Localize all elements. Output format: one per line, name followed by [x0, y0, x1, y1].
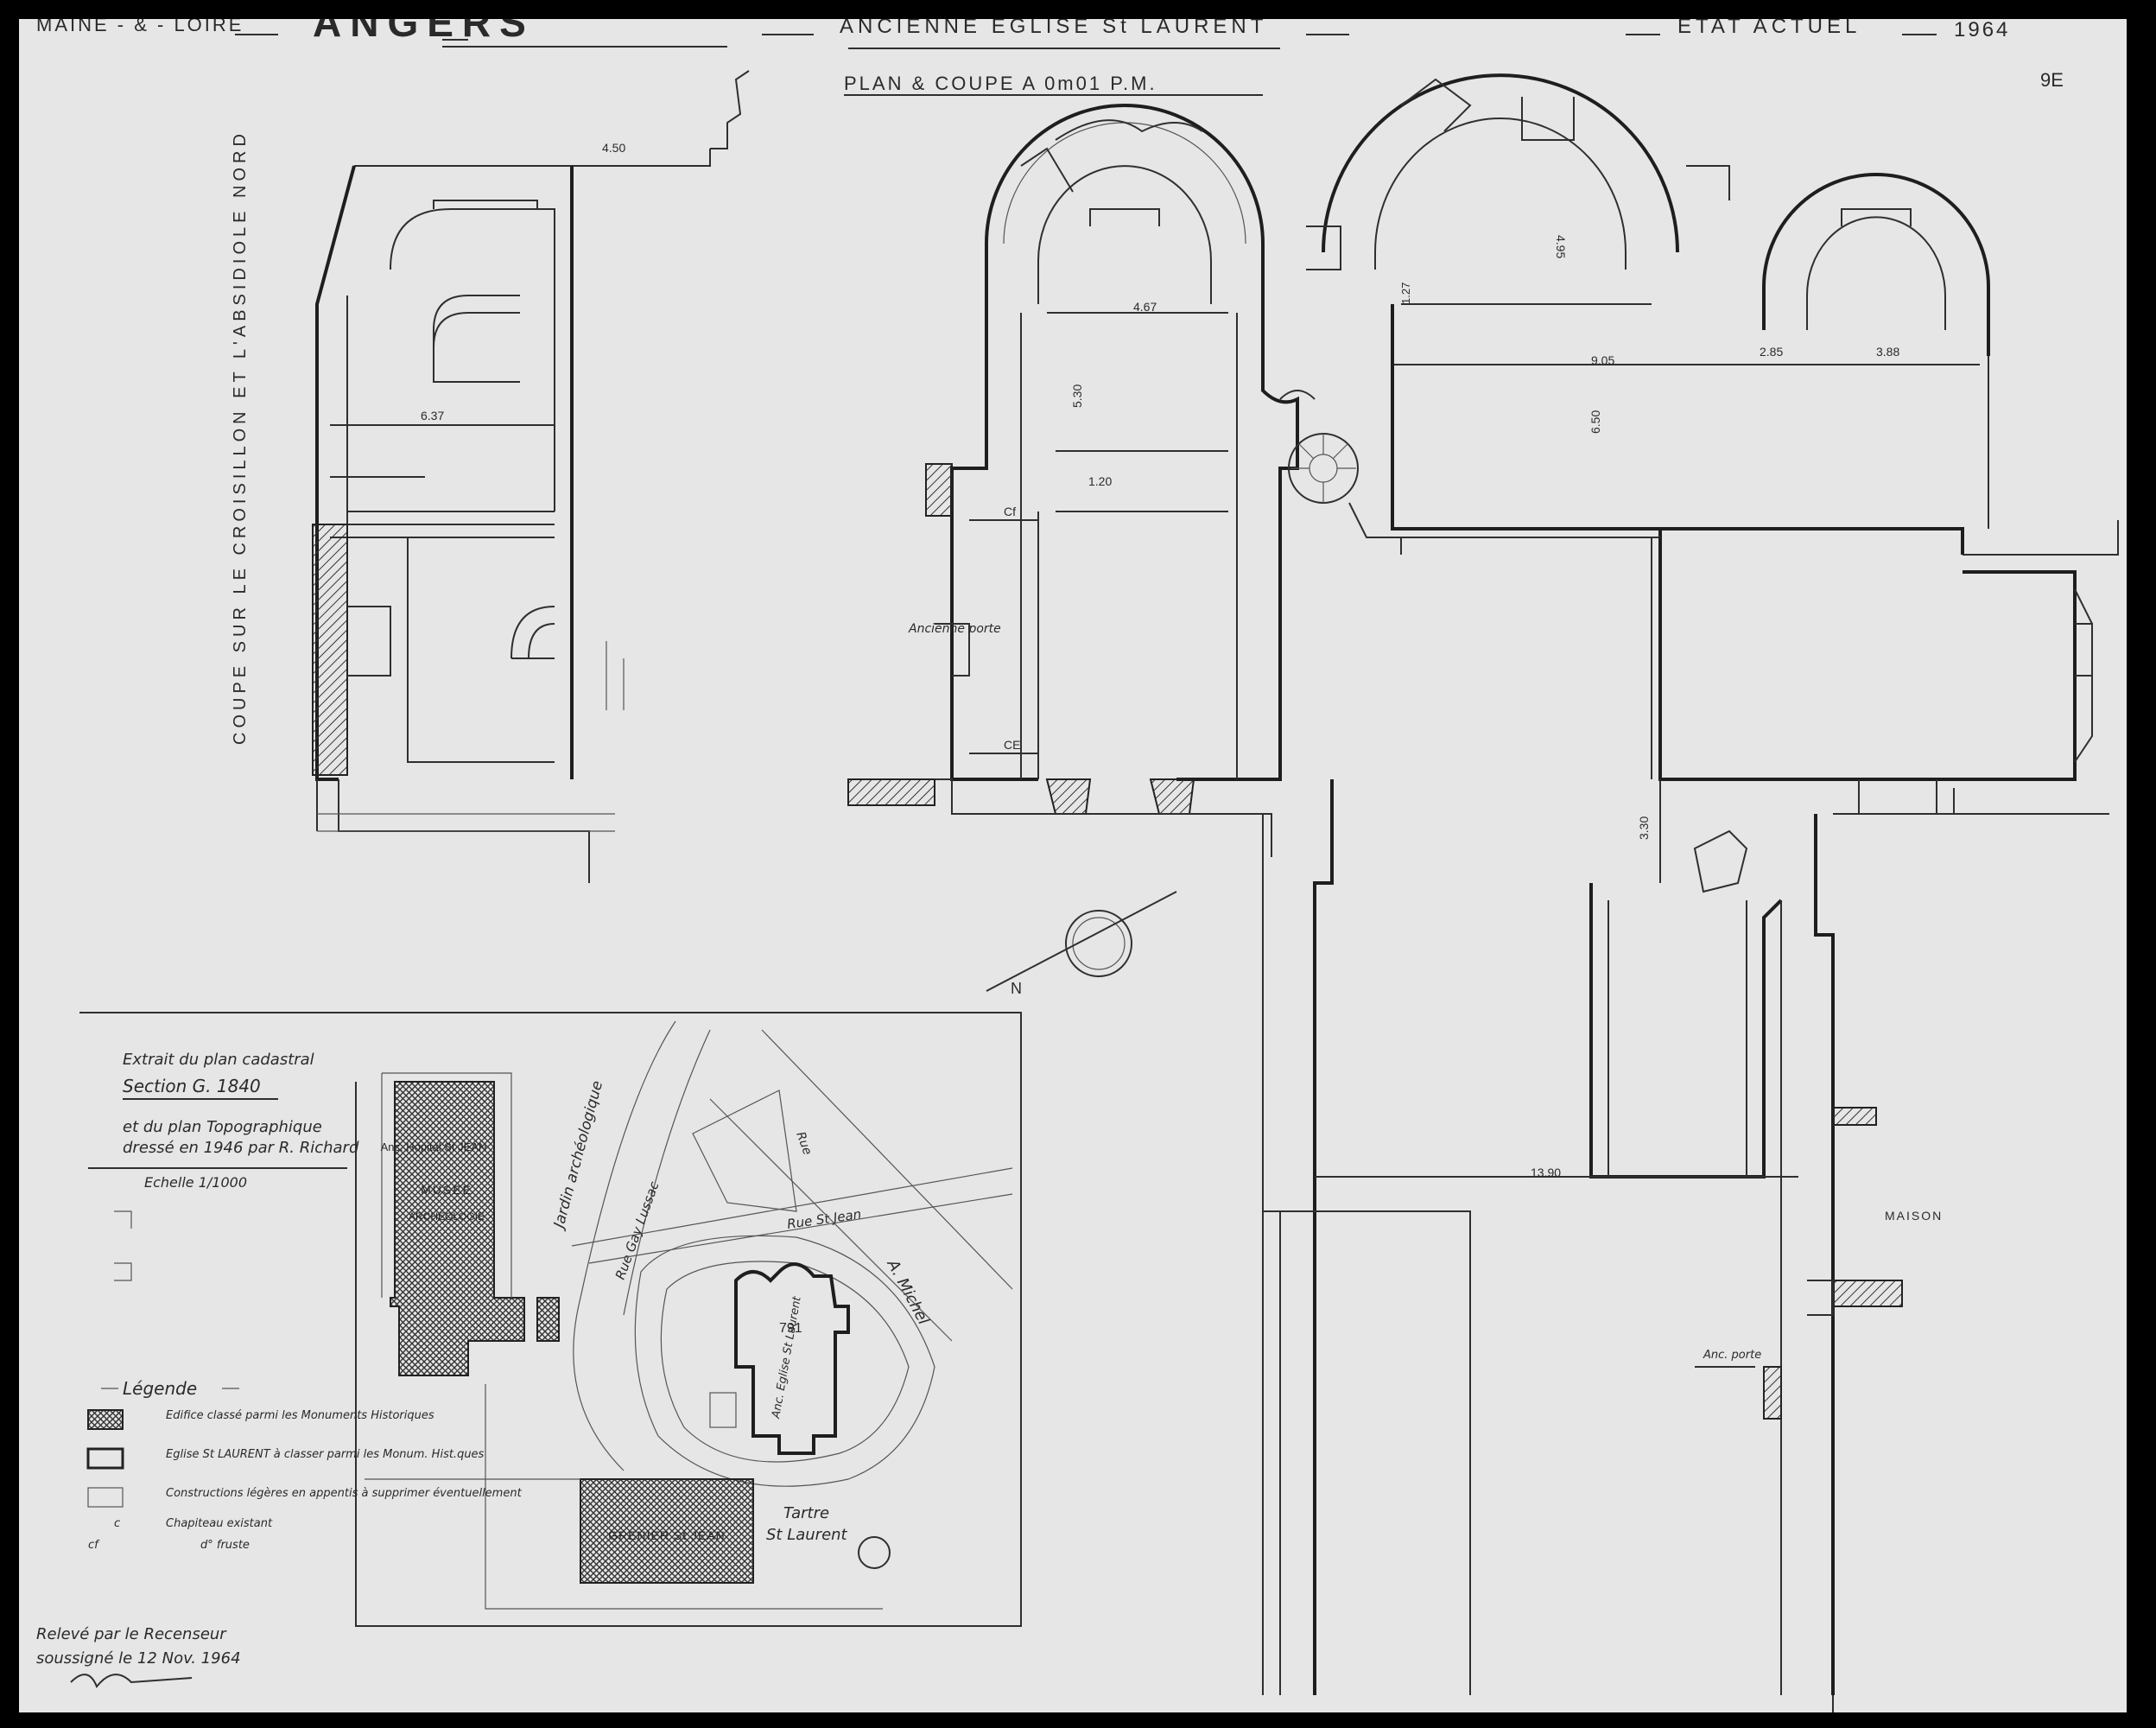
- eglise-label: Anc. Eglise St Laurent: [770, 1295, 804, 1420]
- a-michel-label: A. Michel: [883, 1256, 933, 1328]
- legend-key5: cf: [88, 1539, 100, 1552]
- signature-block: Relevé par le Recenseur soussigné le 12 …: [36, 1625, 241, 1688]
- city-text: ANGERS: [313, 19, 535, 45]
- jardin-label: Jardin archéologique: [550, 1079, 606, 1232]
- dim-1390: 13.90: [1531, 1166, 1561, 1179]
- signature-line2: soussigné le 12 Nov. 1964: [36, 1649, 241, 1668]
- dim-127: 1.27: [1399, 283, 1412, 304]
- drawing-sheet: MAINE - & - LOIRE ANGERS ANCIENNE EGLISE…: [19, 19, 2127, 1712]
- tartre-label: Tartre: [783, 1504, 829, 1522]
- north-label: N: [1011, 980, 1022, 997]
- legend-swatch-classified: [87, 1409, 124, 1430]
- archeologie-label: ARCHEOLOGIE: [409, 1210, 485, 1223]
- legend: Légende Edifice classé parmi les Monumen…: [86, 1378, 523, 1552]
- sheet-mark: 9E: [2040, 69, 2064, 91]
- ancienne-porte-label: Ancienne porte: [908, 622, 1001, 636]
- legend-swatch-light: [87, 1487, 124, 1508]
- legend-swatch-church: [86, 1447, 124, 1470]
- dim-285: 2.85: [1760, 345, 1783, 359]
- anc-porte-label: Anc. porte: [1703, 1349, 1761, 1362]
- architectural-plan: MAINE - & - LOIRE ANGERS ANCIENNE EGLISE…: [36, 19, 2119, 1712]
- parcel-number: 791: [779, 1321, 802, 1336]
- musee-label: MUSEE: [421, 1183, 472, 1197]
- signature-mark: [70, 1674, 193, 1688]
- maison-label: MAISON: [1885, 1209, 1943, 1223]
- status-text: ETAT ACTUEL: [1677, 19, 1861, 38]
- legend-item1: Edifice classé parmi les Monuments Histo…: [166, 1409, 434, 1422]
- dim-388: 3.88: [1876, 345, 1899, 359]
- legend-item4: Chapiteau existant: [166, 1517, 273, 1530]
- hospital-label: Anc. Hopital St JEAN: [381, 1140, 487, 1153]
- dim-650: 6.50: [1588, 410, 1602, 434]
- title-block: MAINE - & - LOIRE ANGERS ANCIENNE EGLISE…: [36, 19, 2064, 96]
- section-label: COUPE SUR LE CROISILLON ET L'ABSIDIOLE N…: [231, 130, 250, 745]
- rue-label: Rue: [793, 1130, 814, 1157]
- plan-title: PLAN & COUPE A 0m01 P.M.: [844, 73, 1157, 94]
- dim-330: 3.30: [1637, 816, 1651, 840]
- cf-label: Cf: [1004, 505, 1016, 518]
- grenier-label: GRENIER St JEAN: [608, 1528, 726, 1542]
- rue-gay-lussac-label: Rue Gay Lussac: [612, 1178, 663, 1281]
- department-text: MAINE - & - LOIRE: [36, 19, 244, 35]
- inset-line3: et du plan Topographique: [123, 1118, 322, 1136]
- dim-467: 4.67: [1133, 300, 1157, 314]
- ce-label: CE: [1004, 738, 1020, 752]
- legend-key4: c: [114, 1517, 120, 1530]
- inset-line1: Extrait du plan cadastral: [123, 1051, 314, 1069]
- building-text: ANCIENNE EGLISE St LAURENT: [840, 19, 1267, 38]
- legend-item5: d° fruste: [200, 1539, 250, 1552]
- legend-title: Légende: [123, 1378, 197, 1399]
- inset-line2: Section G. 1840: [123, 1076, 261, 1096]
- rue-st-jean-label: Rue St Jean: [786, 1206, 862, 1232]
- legend-item3: Constructions légères en appentis à supp…: [166, 1487, 523, 1500]
- st-laurent-label: St Laurent: [766, 1526, 848, 1544]
- section-drawing: COUPE SUR LE CROISILLON ET L'ABSIDIOLE N…: [231, 70, 750, 883]
- dim-120: 1.20: [1088, 474, 1112, 488]
- north-arrow-line: [986, 891, 1177, 992]
- signature-line1: Relevé par le Recenseur: [36, 1625, 227, 1643]
- dim-637: 6.37: [421, 409, 444, 422]
- dim-530: 5.30: [1070, 384, 1084, 408]
- inset-line4: dressé en 1946 par R. Richard: [123, 1139, 359, 1157]
- dim-450: 4.50: [602, 141, 625, 155]
- inset-scale: Echelle 1/1000: [144, 1174, 247, 1191]
- year-text: 1964: [1954, 19, 2010, 41]
- dim-495: 4.95: [1554, 235, 1568, 258]
- cadastral-inset: Extrait du plan cadastral Section G. 184…: [79, 1012, 1022, 1627]
- legend-item2: Eglise St LAURENT à classer parmi les Mo…: [166, 1448, 485, 1461]
- church-floor-plan: 4.67 5.30 1.20 Cf CE Ancienne porte 9.05…: [847, 73, 2119, 1712]
